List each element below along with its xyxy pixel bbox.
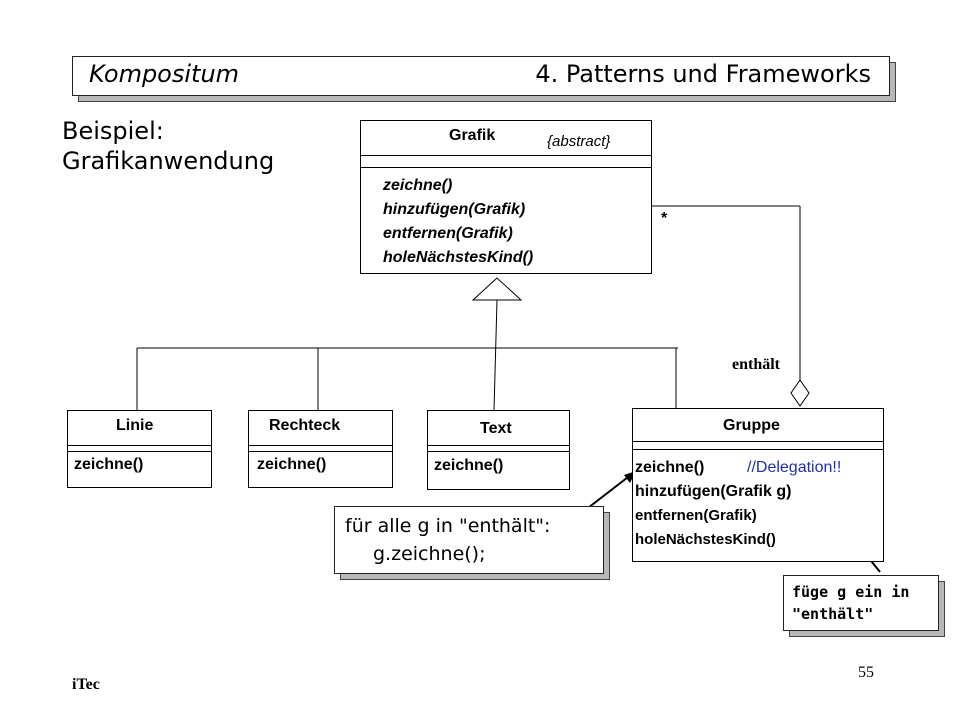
class-gruppe-name: Gruppe bbox=[723, 417, 780, 434]
class-rechteck: Rechteck zeichne() bbox=[248, 410, 393, 488]
class-rechteck-divider bbox=[249, 451, 392, 452]
example-title: Beispiel: Grafikanwendung bbox=[62, 116, 274, 176]
class-rechteck-name: Rechteck bbox=[269, 417, 341, 434]
class-grafik-method: hinzufügen(Grafik) bbox=[383, 201, 526, 218]
class-text-name: Text bbox=[480, 420, 512, 437]
class-linie-divider bbox=[68, 451, 211, 452]
class-gruppe-method: entfernen(Grafik) bbox=[635, 507, 757, 524]
note-loop-line2: g.zeichne(); bbox=[373, 543, 486, 565]
header-topic: Kompositum bbox=[89, 60, 240, 88]
header-chapter: 4. Patterns und Frameworks bbox=[535, 60, 871, 88]
class-gruppe-divider bbox=[633, 441, 883, 442]
class-grafik-method: zeichne() bbox=[383, 177, 453, 194]
class-linie-name: Linie bbox=[116, 417, 154, 434]
class-grafik-name: Grafik bbox=[449, 127, 496, 144]
example-title-line1: Beispiel: bbox=[62, 117, 164, 145]
class-grafik-method: entfernen(Grafik) bbox=[383, 225, 513, 242]
association-role: enthält bbox=[732, 356, 780, 373]
class-rechteck-divider bbox=[249, 445, 392, 446]
generalization-triangle bbox=[471, 277, 523, 301]
class-text-divider bbox=[428, 445, 569, 446]
association-multiplicity: * bbox=[661, 210, 668, 227]
class-linie-method: zeichne() bbox=[74, 456, 144, 473]
note-loop-line1: für alle g in "enthält": bbox=[345, 515, 551, 537]
class-text-divider bbox=[428, 451, 569, 452]
class-gruppe: Gruppe zeichne() //Delegation!! hinzufüg… bbox=[632, 408, 884, 562]
generalization-stem bbox=[493, 299, 498, 411]
class-grafik-divider1 bbox=[361, 155, 651, 156]
class-grafik: Grafik {abstract} zeichne() hinzufügen(G… bbox=[360, 120, 652, 274]
class-grafik-divider2 bbox=[361, 167, 651, 168]
note-add: füge g ein in "enthält" bbox=[783, 575, 939, 631]
class-gruppe-method: zeichne() bbox=[635, 459, 705, 476]
header-bar: Kompositum 4. Patterns und Frameworks bbox=[72, 56, 890, 96]
class-gruppe-method: hinzufügen(Grafik g) bbox=[635, 483, 792, 500]
class-gruppe-method: holeNächstesKind() bbox=[635, 531, 776, 548]
class-grafik-method: holeNächstesKind() bbox=[383, 249, 534, 266]
class-linie-divider bbox=[68, 445, 211, 446]
delegation-comment: //Delegation!! bbox=[747, 459, 842, 476]
class-grafik-stereotype: {abstract} bbox=[547, 133, 611, 150]
footer-brand: iTec bbox=[72, 676, 100, 693]
class-rechteck-method: zeichne() bbox=[257, 456, 327, 473]
class-gruppe-divider bbox=[633, 449, 883, 450]
note-add-line1: füge g ein in bbox=[792, 583, 910, 601]
class-text-method: zeichne() bbox=[434, 457, 504, 474]
note-loop: für alle g in "enthält": g.zeichne(); bbox=[334, 506, 604, 574]
class-text: Text zeichne() bbox=[427, 410, 570, 490]
class-linie: Linie zeichne() bbox=[67, 410, 212, 488]
note-add-line2: "enthält" bbox=[792, 605, 874, 623]
aggregation-diamond bbox=[790, 379, 810, 407]
example-title-line2: Grafikanwendung bbox=[62, 147, 275, 175]
page-number: 55 bbox=[858, 664, 874, 681]
